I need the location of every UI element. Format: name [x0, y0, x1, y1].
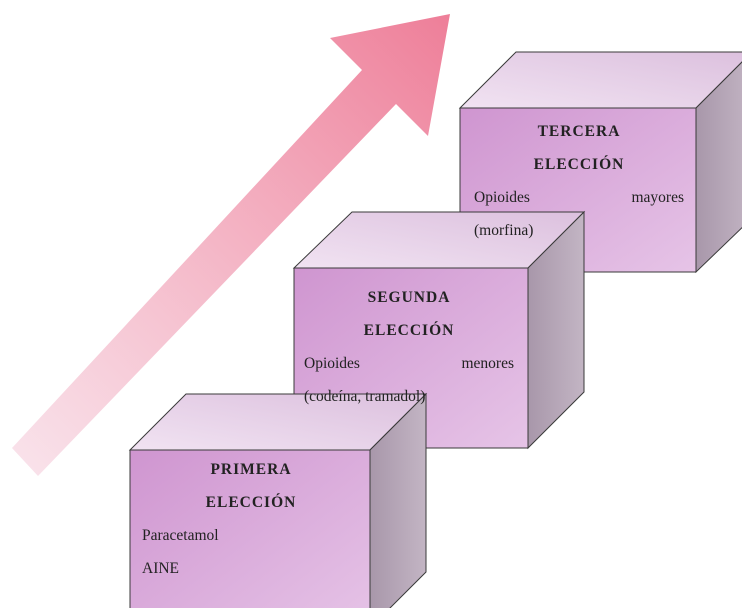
- step-box-primera: [128, 392, 428, 608]
- step-text-word: mayores: [631, 189, 684, 206]
- step-box-segunda: [292, 210, 586, 450]
- step-text-word: menores: [461, 355, 514, 372]
- rising-arrow: [12, 14, 450, 476]
- step-title-line2: ELECCIÓN: [533, 156, 625, 173]
- step-title-line1: TERCERA: [537, 123, 621, 140]
- step-text-word: Opioides: [304, 355, 360, 372]
- step-title-line2: ELECCIÓN: [205, 494, 297, 511]
- step-label-tercera: TERCERA ELECCIÓN Opioides mayores (morfi…: [474, 115, 684, 247]
- step-label-segunda: SEGUNDA ELECCIÓN Opioides menores (codeí…: [304, 281, 514, 413]
- step-text-word: Opioides: [474, 189, 530, 206]
- box-front-face: [129, 449, 371, 608]
- step-text-line2: (codeína, tramadol): [304, 388, 426, 405]
- step-text-line1: Paracetamol: [142, 527, 219, 544]
- step-title-line2: ELECCIÓN: [363, 322, 455, 339]
- step-label-primera: PRIMERA ELECCIÓN Paracetamol AINE: [142, 453, 360, 585]
- step-text-line1: Opioides mayores: [474, 181, 684, 214]
- step-title-line1: PRIMERA: [210, 461, 292, 478]
- step-text-line2: (morfina): [474, 222, 534, 239]
- step-text-line2: AINE: [142, 560, 180, 577]
- step-title-line1: SEGUNDA: [367, 289, 451, 306]
- box-top-face: [458, 51, 742, 109]
- step-text-line1: Opioides menores: [304, 347, 514, 380]
